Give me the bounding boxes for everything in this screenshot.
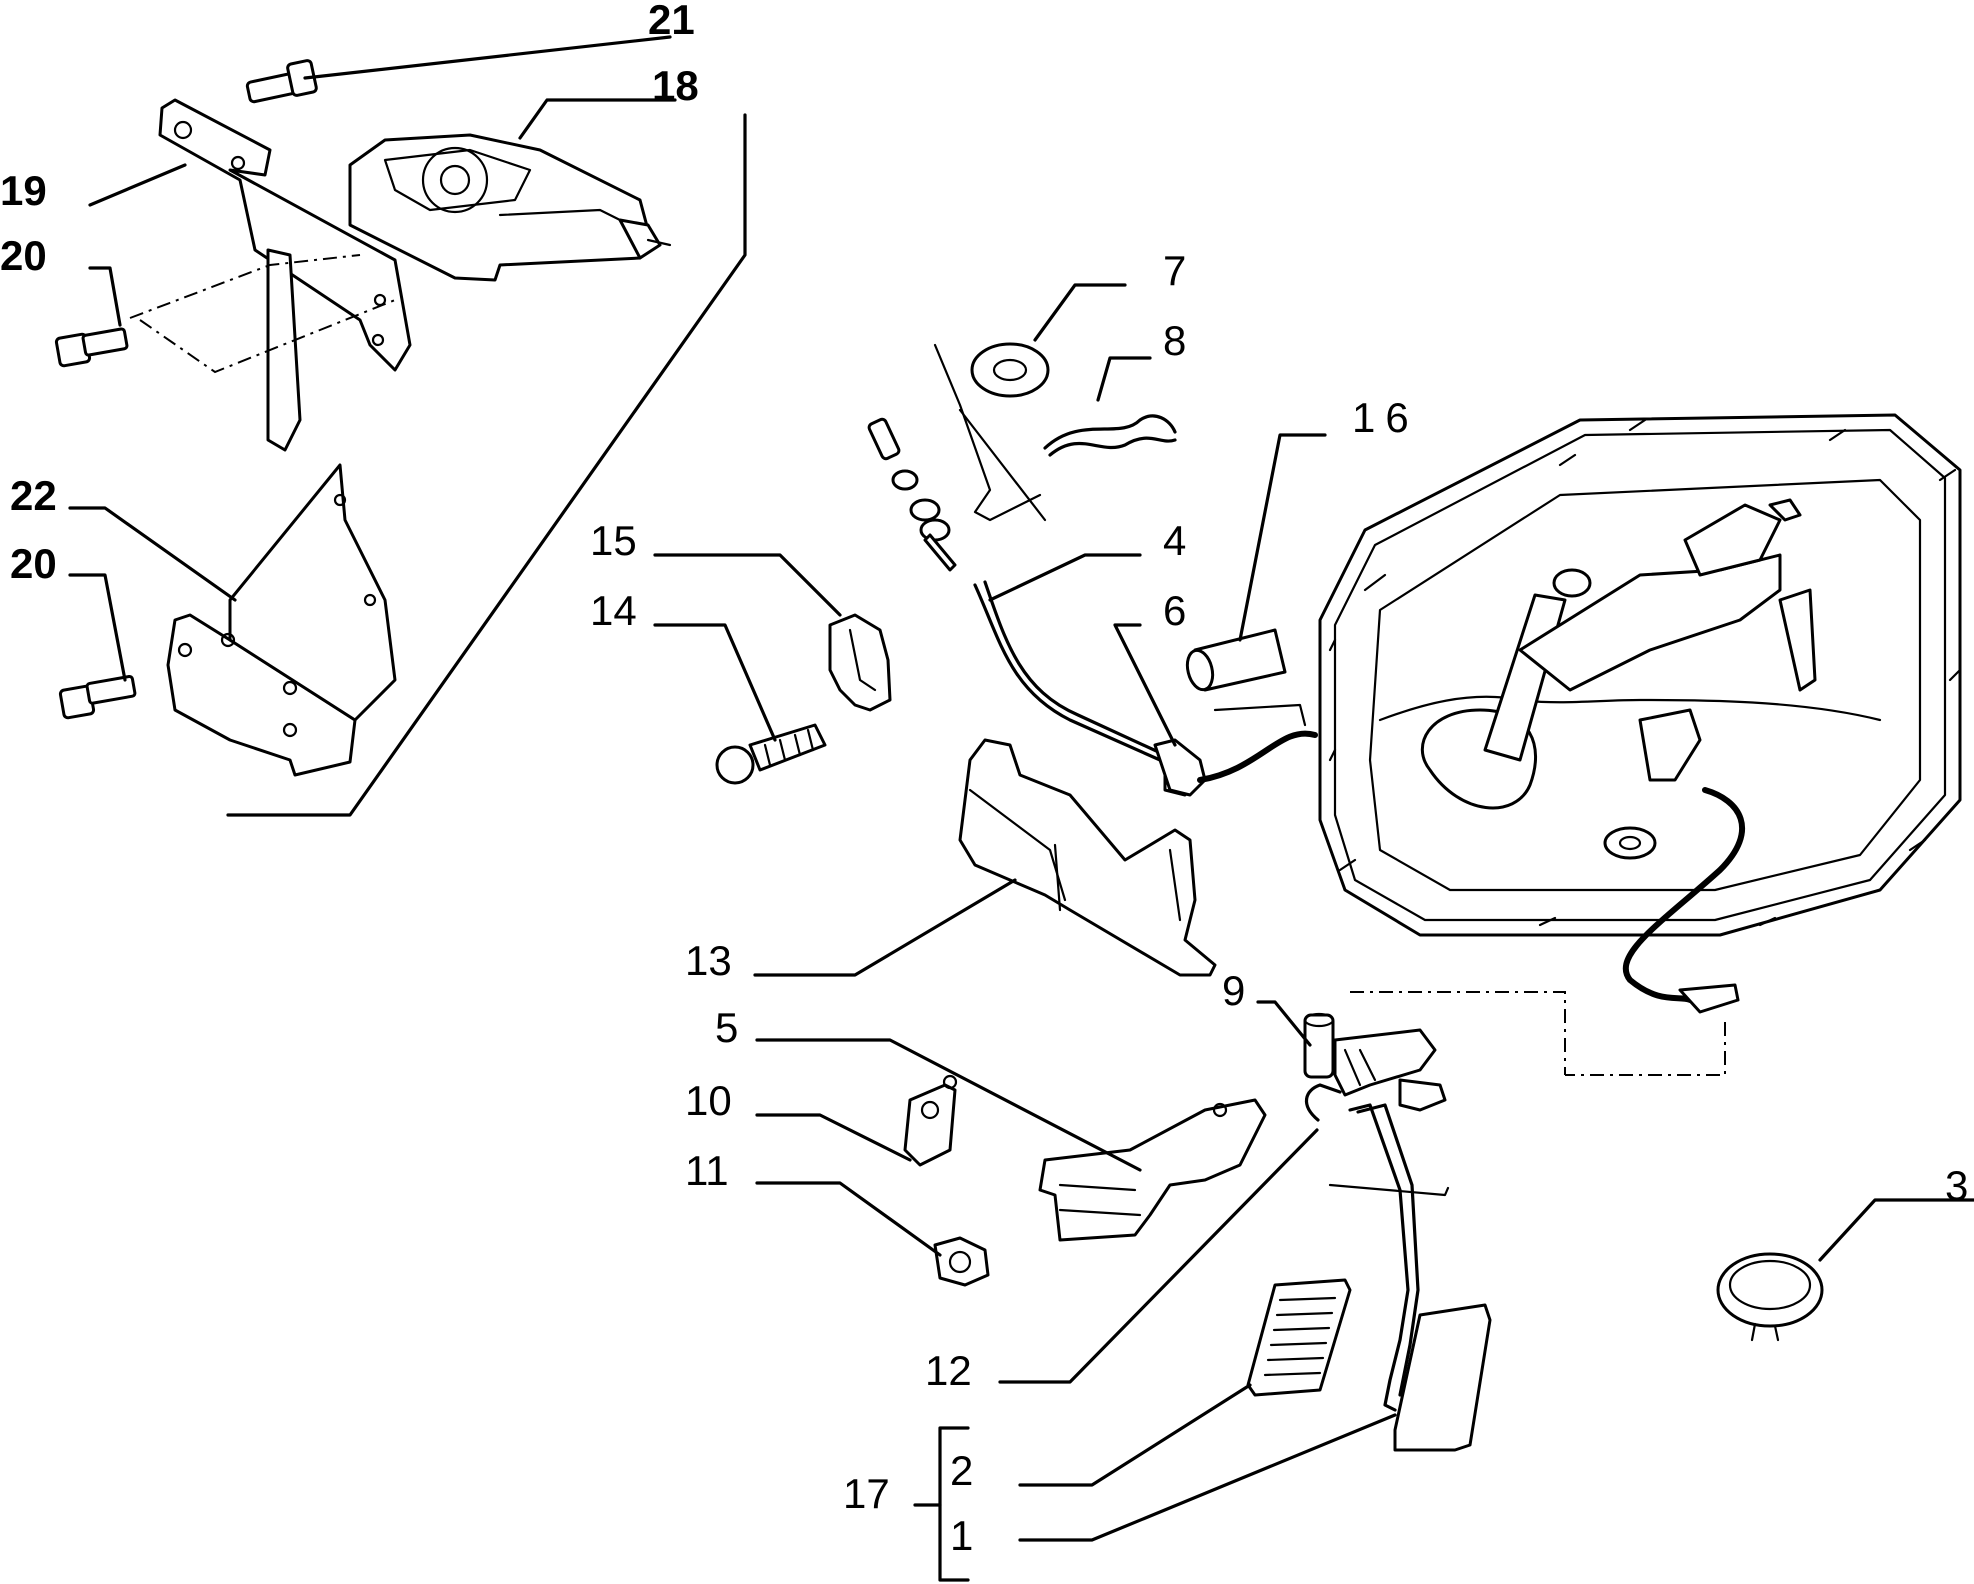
part-12-e-clip [1305, 1083, 1342, 1122]
label-20-lower: 20 [10, 540, 57, 587]
label-8: 8 [1163, 317, 1186, 364]
label-14: 14 [590, 587, 637, 634]
assembly-dash-line [139, 299, 396, 374]
label-2: 2 [950, 1447, 973, 1494]
part-7-washer [970, 342, 1050, 398]
part-19-bracket [158, 98, 412, 452]
part-3-cap [1716, 1252, 1824, 1342]
label-7: 7 [1163, 247, 1186, 294]
label-12: 12 [925, 1347, 972, 1394]
label-9: 9 [1222, 967, 1245, 1014]
label-10: 10 [685, 1077, 732, 1124]
part-16-sleeve [1185, 628, 1307, 727]
label-3: 3 [1945, 1162, 1968, 1209]
part-13-lever-guard [958, 738, 1217, 977]
part-14-screw [715, 723, 827, 785]
part-8-spring-clip [1043, 414, 1177, 457]
group-separator-line [226, 113, 747, 817]
part-4-cable-rod [867, 343, 1202, 797]
part-21-bolt [245, 59, 318, 104]
label-6: 6 [1163, 587, 1186, 634]
label-5: 5 [715, 1004, 738, 1051]
part-20-bolt-upper [54, 327, 129, 368]
leader-lines [68, 35, 1974, 1582]
part-5-bracket [1038, 1098, 1267, 1242]
label-18: 18 [652, 62, 699, 109]
part-10-clip [903, 1074, 958, 1167]
label-17: 17 [843, 1470, 890, 1517]
shifter-console-tray [1318, 413, 1962, 1014]
label-13: 13 [685, 937, 732, 984]
label-16: 16 [1352, 394, 1419, 441]
part-20-bolt-lower [58, 674, 137, 720]
part-6-grommet [1153, 730, 1318, 797]
label-1: 1 [950, 1512, 973, 1559]
part-22-mounting-bracket [166, 463, 397, 777]
part-11-nut [933, 1236, 990, 1287]
part-2-pedal-rubber [1246, 1278, 1352, 1397]
part-18-actuator [348, 133, 672, 282]
label-22: 22 [10, 472, 57, 519]
label-21: 21 [648, 0, 695, 43]
part-17-pedal-assembly [1328, 1078, 1492, 1452]
label-19: 19 [0, 167, 47, 214]
part-1-pedal-pad [1393, 1303, 1492, 1452]
part-9-pivot [1303, 1012, 1437, 1097]
label-11: 11 [685, 1147, 729, 1194]
part-15-clip [828, 613, 892, 712]
assembly-dash-line [129, 254, 361, 319]
label-15: 15 [590, 517, 637, 564]
label-4: 4 [1163, 517, 1186, 564]
label-20-upper: 20 [0, 232, 47, 279]
assembly-dash-box [1350, 991, 1726, 1076]
